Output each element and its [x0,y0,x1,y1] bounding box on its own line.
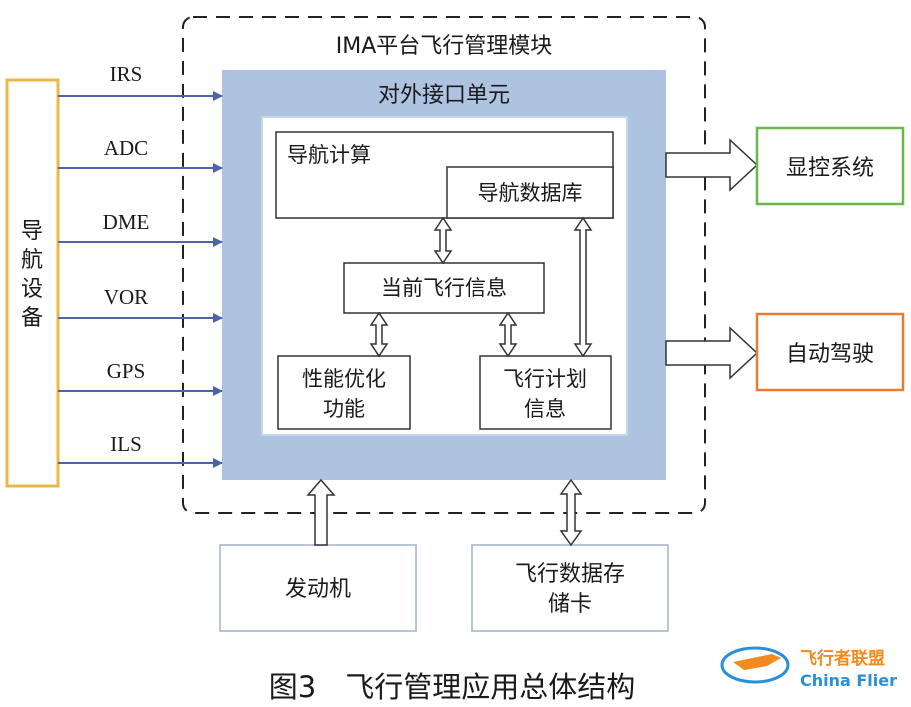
current-flight-info-label: 当前飞行信息 [381,276,507,300]
engine-label: 发动机 [285,577,351,602]
display-control-label: 显控系统 [786,156,874,181]
current-perf-double-arrow [369,311,389,358]
figure-caption: 图3 飞行管理应用总体结构 [269,670,635,704]
to-autopilot-arrow [665,326,759,380]
input-label-adc: ADC [104,136,148,160]
db-plan-double-arrow [573,216,593,358]
db-current-double-arrow [433,216,453,265]
input-label-irs: IRS [110,62,143,86]
input-label-gps: GPS [107,359,146,383]
storage-double-arrow [559,478,583,547]
to-display-arrow [665,138,759,192]
storage-card-label-2: 储卡 [548,592,592,617]
nav-devices-char-4: 备 [21,306,43,331]
flight-plan-label-2: 信息 [524,397,566,421]
input-label-ils: ILS [110,432,142,456]
perf-opt-box [277,355,411,430]
storage-card-box [471,544,669,632]
perf-opt-label-1: 性能优化 [302,367,386,391]
logo-title: 飞行者联盟 [800,648,885,669]
flight-plan-label-1: 飞行计划 [503,367,587,391]
china-flier-logo: 飞行者联盟 China Flier [720,646,897,690]
perf-opt-label-2: 功能 [323,397,365,421]
nav-database-box [446,166,614,219]
autopilot-label: 自动驾驶 [786,342,874,367]
module-title: IMA平台飞行管理模块 [336,34,553,59]
nav-devices-char-3: 设 [21,277,43,302]
nav-database-label: 导航数据库 [478,181,583,205]
nav-devices-char-2: 航 [21,248,43,273]
engine-up-arrow [306,478,336,546]
flight-plan-box [479,355,612,430]
interface-unit-title: 对外接口单元 [378,83,510,108]
nav-devices-char-1: 导 [21,219,43,244]
nav-devices-box [5,78,60,488]
autopilot-box [755,312,905,392]
current-flight-info-box [343,262,545,314]
storage-card-label-1: 飞行数据存 [515,562,625,587]
input-label-vor: VOR [104,285,148,309]
input-label-dme: DME [103,210,150,234]
engine-box [219,544,417,632]
logo-plane-icon [733,654,781,670]
current-plan-double-arrow [498,311,518,358]
logo-ring-icon [720,646,790,684]
display-control-box [755,126,905,206]
logo-subtitle: China Flier [800,671,897,690]
nav-compute-label: 导航计算 [287,143,371,167]
